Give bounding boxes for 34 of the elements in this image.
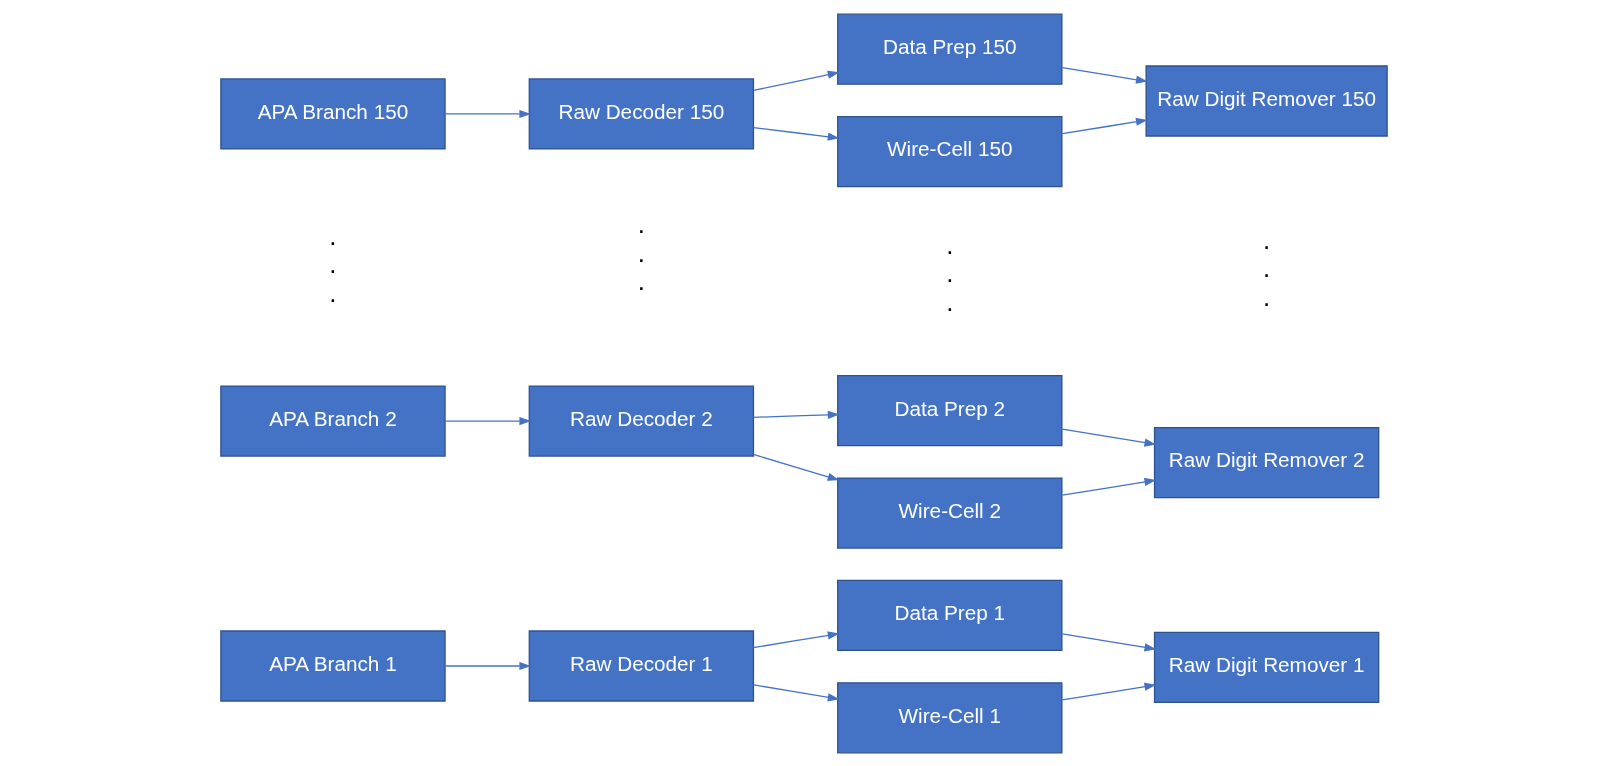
node-box: Raw Digit Remover 2	[1153, 426, 1379, 498]
arrow	[1061, 66, 1148, 84]
node-box: Data Prep 2	[836, 374, 1062, 446]
arrow	[752, 453, 839, 481]
node-box: Wire-Cell 150	[836, 115, 1062, 187]
arrow	[752, 410, 839, 419]
arrow	[752, 630, 839, 648]
arrow	[443, 661, 531, 670]
node-box: Raw Digit Remover 150	[1144, 64, 1388, 137]
node-box: Raw Decoder 1	[528, 629, 754, 702]
node-box: Raw Digit Remover 1	[1153, 631, 1379, 703]
arrow	[1061, 427, 1156, 447]
label: . . .	[1262, 225, 1270, 311]
arrow	[1061, 632, 1156, 651]
label: . . .	[945, 230, 953, 316]
node-box: Data Prep 150	[836, 13, 1062, 85]
arrow	[1061, 682, 1156, 701]
arrow	[443, 109, 531, 118]
node-box: APA Branch 1	[219, 629, 446, 702]
node-box: APA Branch 2	[219, 384, 446, 457]
label: . . .	[637, 209, 645, 295]
node-box: Raw Decoder 150	[528, 77, 754, 150]
node-box: Raw Decoder 2	[528, 384, 754, 457]
arrow	[752, 126, 839, 141]
node-box: Wire-Cell 1	[836, 681, 1062, 753]
arrow	[752, 70, 839, 91]
arrow	[443, 416, 531, 425]
label: . . .	[328, 221, 337, 307]
node-box: Data Prep 1	[836, 579, 1062, 651]
node-box: APA Branch 150	[219, 77, 446, 150]
arrow	[752, 683, 839, 701]
node-box: Wire-Cell 2	[836, 476, 1062, 549]
arrow	[1061, 477, 1156, 496]
arrow	[1061, 117, 1148, 134]
